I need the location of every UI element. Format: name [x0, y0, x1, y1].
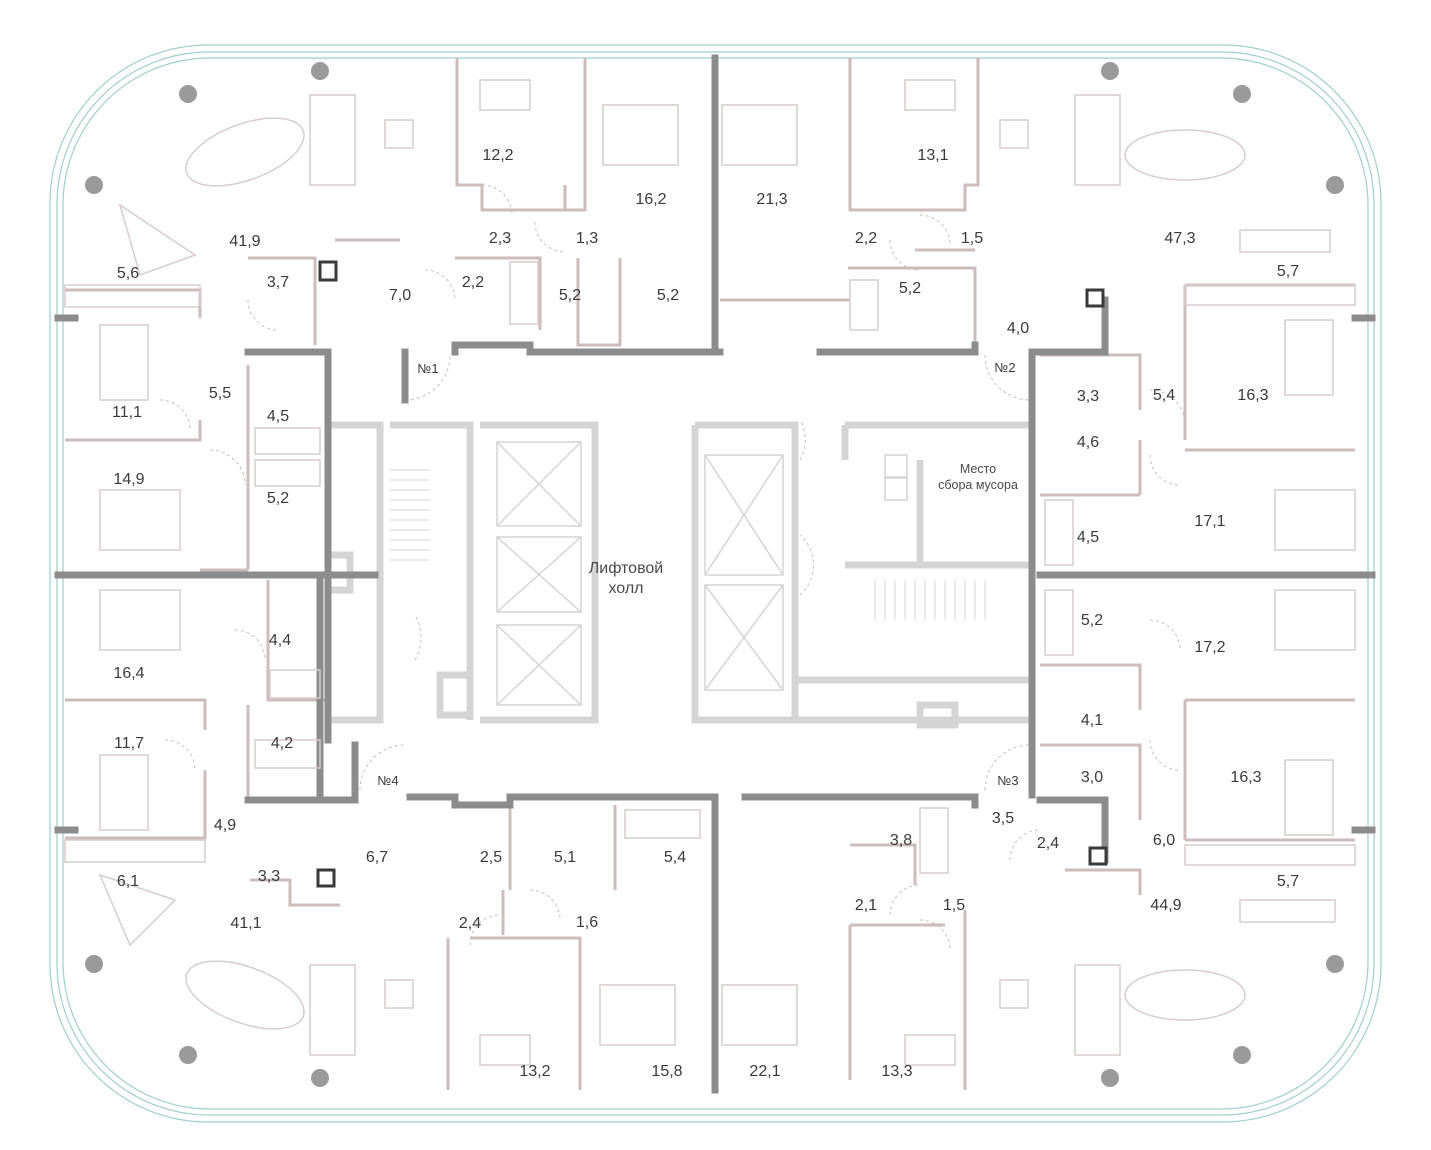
- room-area-label: 5,2: [267, 490, 289, 507]
- partition-walls: [65, 58, 1355, 1090]
- room-area-label: 5,5: [209, 385, 231, 402]
- room-area-label: 16,4: [113, 665, 144, 682]
- unit-number-2: №2: [994, 360, 1015, 375]
- unit-number-4: №4: [377, 773, 398, 788]
- room-area-label: 1,6: [576, 914, 598, 931]
- room-area-label: 4,5: [1077, 529, 1099, 546]
- room-area-labels: 41,9 5,6 3,7 7,0 12,2 2,3 1,3 2,2 5,2 5,…: [112, 147, 1299, 1080]
- garbage-label-line2: сбора мусора: [938, 478, 1018, 492]
- room-area-label: 41,9: [229, 233, 260, 250]
- room-area-label: 17,1: [1194, 513, 1225, 530]
- room-area-label: 6,7: [366, 849, 388, 866]
- unit-number-3: №3: [997, 773, 1018, 788]
- lift-hall-label-line1: Лифтовой: [589, 560, 663, 577]
- room-area-label: 2,2: [462, 274, 484, 291]
- room-area-label: 41,1: [230, 915, 261, 932]
- room-area-label: 4,9: [214, 817, 236, 834]
- room-area-label: 4,6: [1077, 434, 1099, 451]
- room-area-label: 16,3: [1230, 769, 1261, 786]
- room-area-label: 5,4: [1153, 387, 1175, 404]
- room-area-label: 15,8: [651, 1063, 682, 1080]
- room-area-label: 22,1: [749, 1063, 780, 1080]
- room-area-label: 4,5: [267, 408, 289, 425]
- stairs: [390, 469, 986, 620]
- room-area-label: 3,5: [992, 810, 1014, 827]
- lift-shafts: [496, 441, 784, 706]
- room-area-label: 11,7: [114, 735, 144, 752]
- service-shafts: [316, 260, 1108, 888]
- room-area-label: 13,2: [519, 1063, 550, 1080]
- room-area-label: 3,3: [1077, 388, 1099, 405]
- room-area-label: 4,1: [1081, 712, 1103, 729]
- unit-number-1: №1: [417, 361, 438, 376]
- room-area-label: 4,2: [271, 735, 293, 752]
- garbage-label-line1: Место: [960, 462, 996, 476]
- room-area-label: 11,1: [112, 404, 142, 421]
- building-core: [330, 421, 1030, 729]
- room-area-label: 6,0: [1153, 832, 1175, 849]
- room-area-label: 5,7: [1277, 873, 1299, 890]
- room-area-label: 3,7: [267, 274, 289, 291]
- lift-hall-label-line2: холл: [608, 580, 643, 597]
- room-area-label: 17,2: [1194, 639, 1225, 656]
- structural-walls: [54, 54, 1376, 1094]
- room-area-label: 5,2: [899, 280, 921, 297]
- room-area-label: 5,6: [117, 265, 139, 282]
- room-area-label: 2,3: [489, 230, 511, 247]
- room-area-label: 14,9: [113, 471, 144, 488]
- room-area-label: 13,3: [881, 1063, 912, 1080]
- room-area-label: 4,4: [269, 632, 291, 649]
- door-swings: [159, 184, 1186, 951]
- room-area-label: 5,4: [664, 849, 686, 866]
- room-area-label: 3,3: [258, 868, 280, 885]
- room-area-label: 44,9: [1150, 897, 1181, 914]
- room-area-label: 13,1: [917, 147, 948, 164]
- room-area-label: 2,4: [1037, 835, 1059, 852]
- room-area-label: 5,1: [554, 849, 576, 866]
- room-area-label: 2,5: [480, 849, 502, 866]
- columns: [85, 62, 1344, 1087]
- room-area-label: 5,7: [1277, 263, 1299, 280]
- room-area-label: 1,5: [943, 897, 965, 914]
- room-area-label: 6,1: [117, 873, 139, 890]
- room-area-label: 5,2: [657, 287, 679, 304]
- room-area-label: 16,3: [1237, 387, 1268, 404]
- room-area-label: 16,2: [635, 191, 666, 208]
- room-area-label: 5,2: [559, 287, 581, 304]
- room-area-label: 3,8: [890, 832, 912, 849]
- room-area-label: 1,3: [576, 230, 598, 247]
- room-area-label: 4,0: [1007, 320, 1029, 337]
- room-area-label: 3,0: [1081, 769, 1103, 786]
- garbage-room: [884, 454, 908, 501]
- room-area-label: 7,0: [389, 287, 411, 304]
- room-area-label: 47,3: [1164, 230, 1195, 247]
- room-area-label: 12,2: [482, 147, 513, 164]
- room-area-label: 5,2: [1081, 612, 1103, 629]
- room-area-label: 2,1: [855, 897, 877, 914]
- room-area-label: 2,2: [855, 230, 877, 247]
- room-area-label: 1,5: [961, 230, 983, 247]
- furniture: [64, 79, 1356, 1066]
- room-area-label: 2,4: [459, 915, 481, 932]
- room-area-label: 21,3: [756, 191, 787, 208]
